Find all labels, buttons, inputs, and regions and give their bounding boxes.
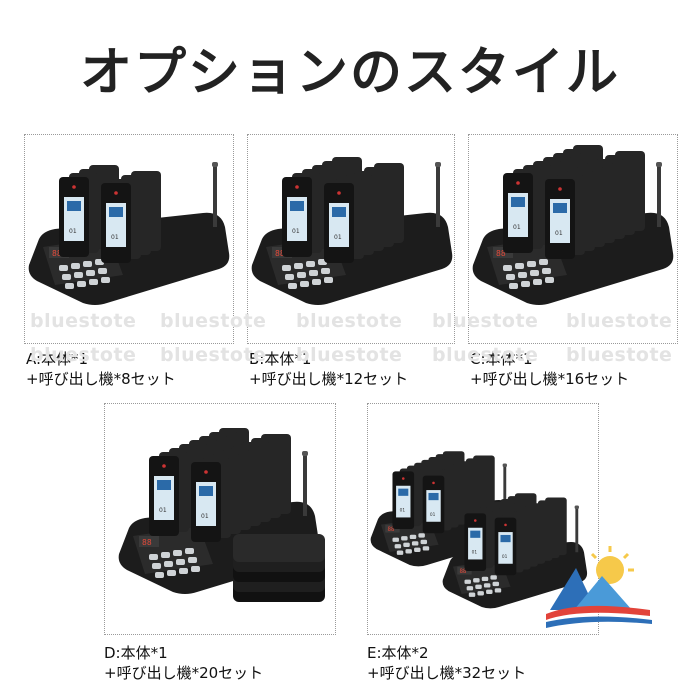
watermark-text-4: bluestote <box>432 310 539 332</box>
option-panel-c <box>468 134 678 344</box>
watermark-text-3: bluestote <box>296 310 403 332</box>
caption-c: C:本体*1 +呼び出し機*16セット <box>470 349 629 389</box>
watermark-text-10: bluestote <box>566 344 673 366</box>
caption-e-line2: +呼び出し機*32セット <box>367 664 527 682</box>
watermark-text-2: bluestote <box>160 310 267 332</box>
page-title: オプションのスタイル <box>79 43 620 103</box>
watermark-text-6: bluestote <box>30 344 137 366</box>
option-panel-a <box>24 134 234 344</box>
watermark-text-9: bluestote <box>432 344 539 366</box>
caption-d-line2: +呼び出し機*20セット <box>104 664 264 682</box>
caption-b-line2: +呼び出し機*12セット <box>249 370 409 388</box>
caption-e: E:本体*2 +呼び出し機*32セット <box>367 643 526 683</box>
caption-d: D:本体*1 +呼び出し機*20セット <box>104 643 263 683</box>
caption-b: B:本体*1 +呼び出し機*12セット <box>249 349 408 389</box>
watermark-text-1: bluestote <box>30 310 137 332</box>
device-image-d <box>118 404 325 602</box>
caption-d-line1: D:本体*1 <box>104 644 168 662</box>
watermark-text-5: bluestote <box>566 310 673 332</box>
option-panel-b <box>247 134 455 344</box>
caption-e-line1: E:本体*2 <box>367 644 429 662</box>
option-panel-d <box>104 403 336 635</box>
caption-b-line1: B:本体*1 <box>249 350 312 368</box>
caption-a: A:本体*1 +呼び出し機*8セット <box>26 349 176 389</box>
caption-a-line1: A:本体*1 <box>26 350 89 368</box>
watermark-text-7: bluestote <box>160 344 267 366</box>
watermark-text-8: bluestote <box>296 344 403 366</box>
caption-c-line2: +呼び出し機*16セット <box>470 370 630 388</box>
mountain-sun-logo-icon <box>546 546 652 628</box>
caption-c-line1: C:本体*1 <box>470 350 533 368</box>
caption-a-line2: +呼び出し機*8セット <box>26 370 176 388</box>
